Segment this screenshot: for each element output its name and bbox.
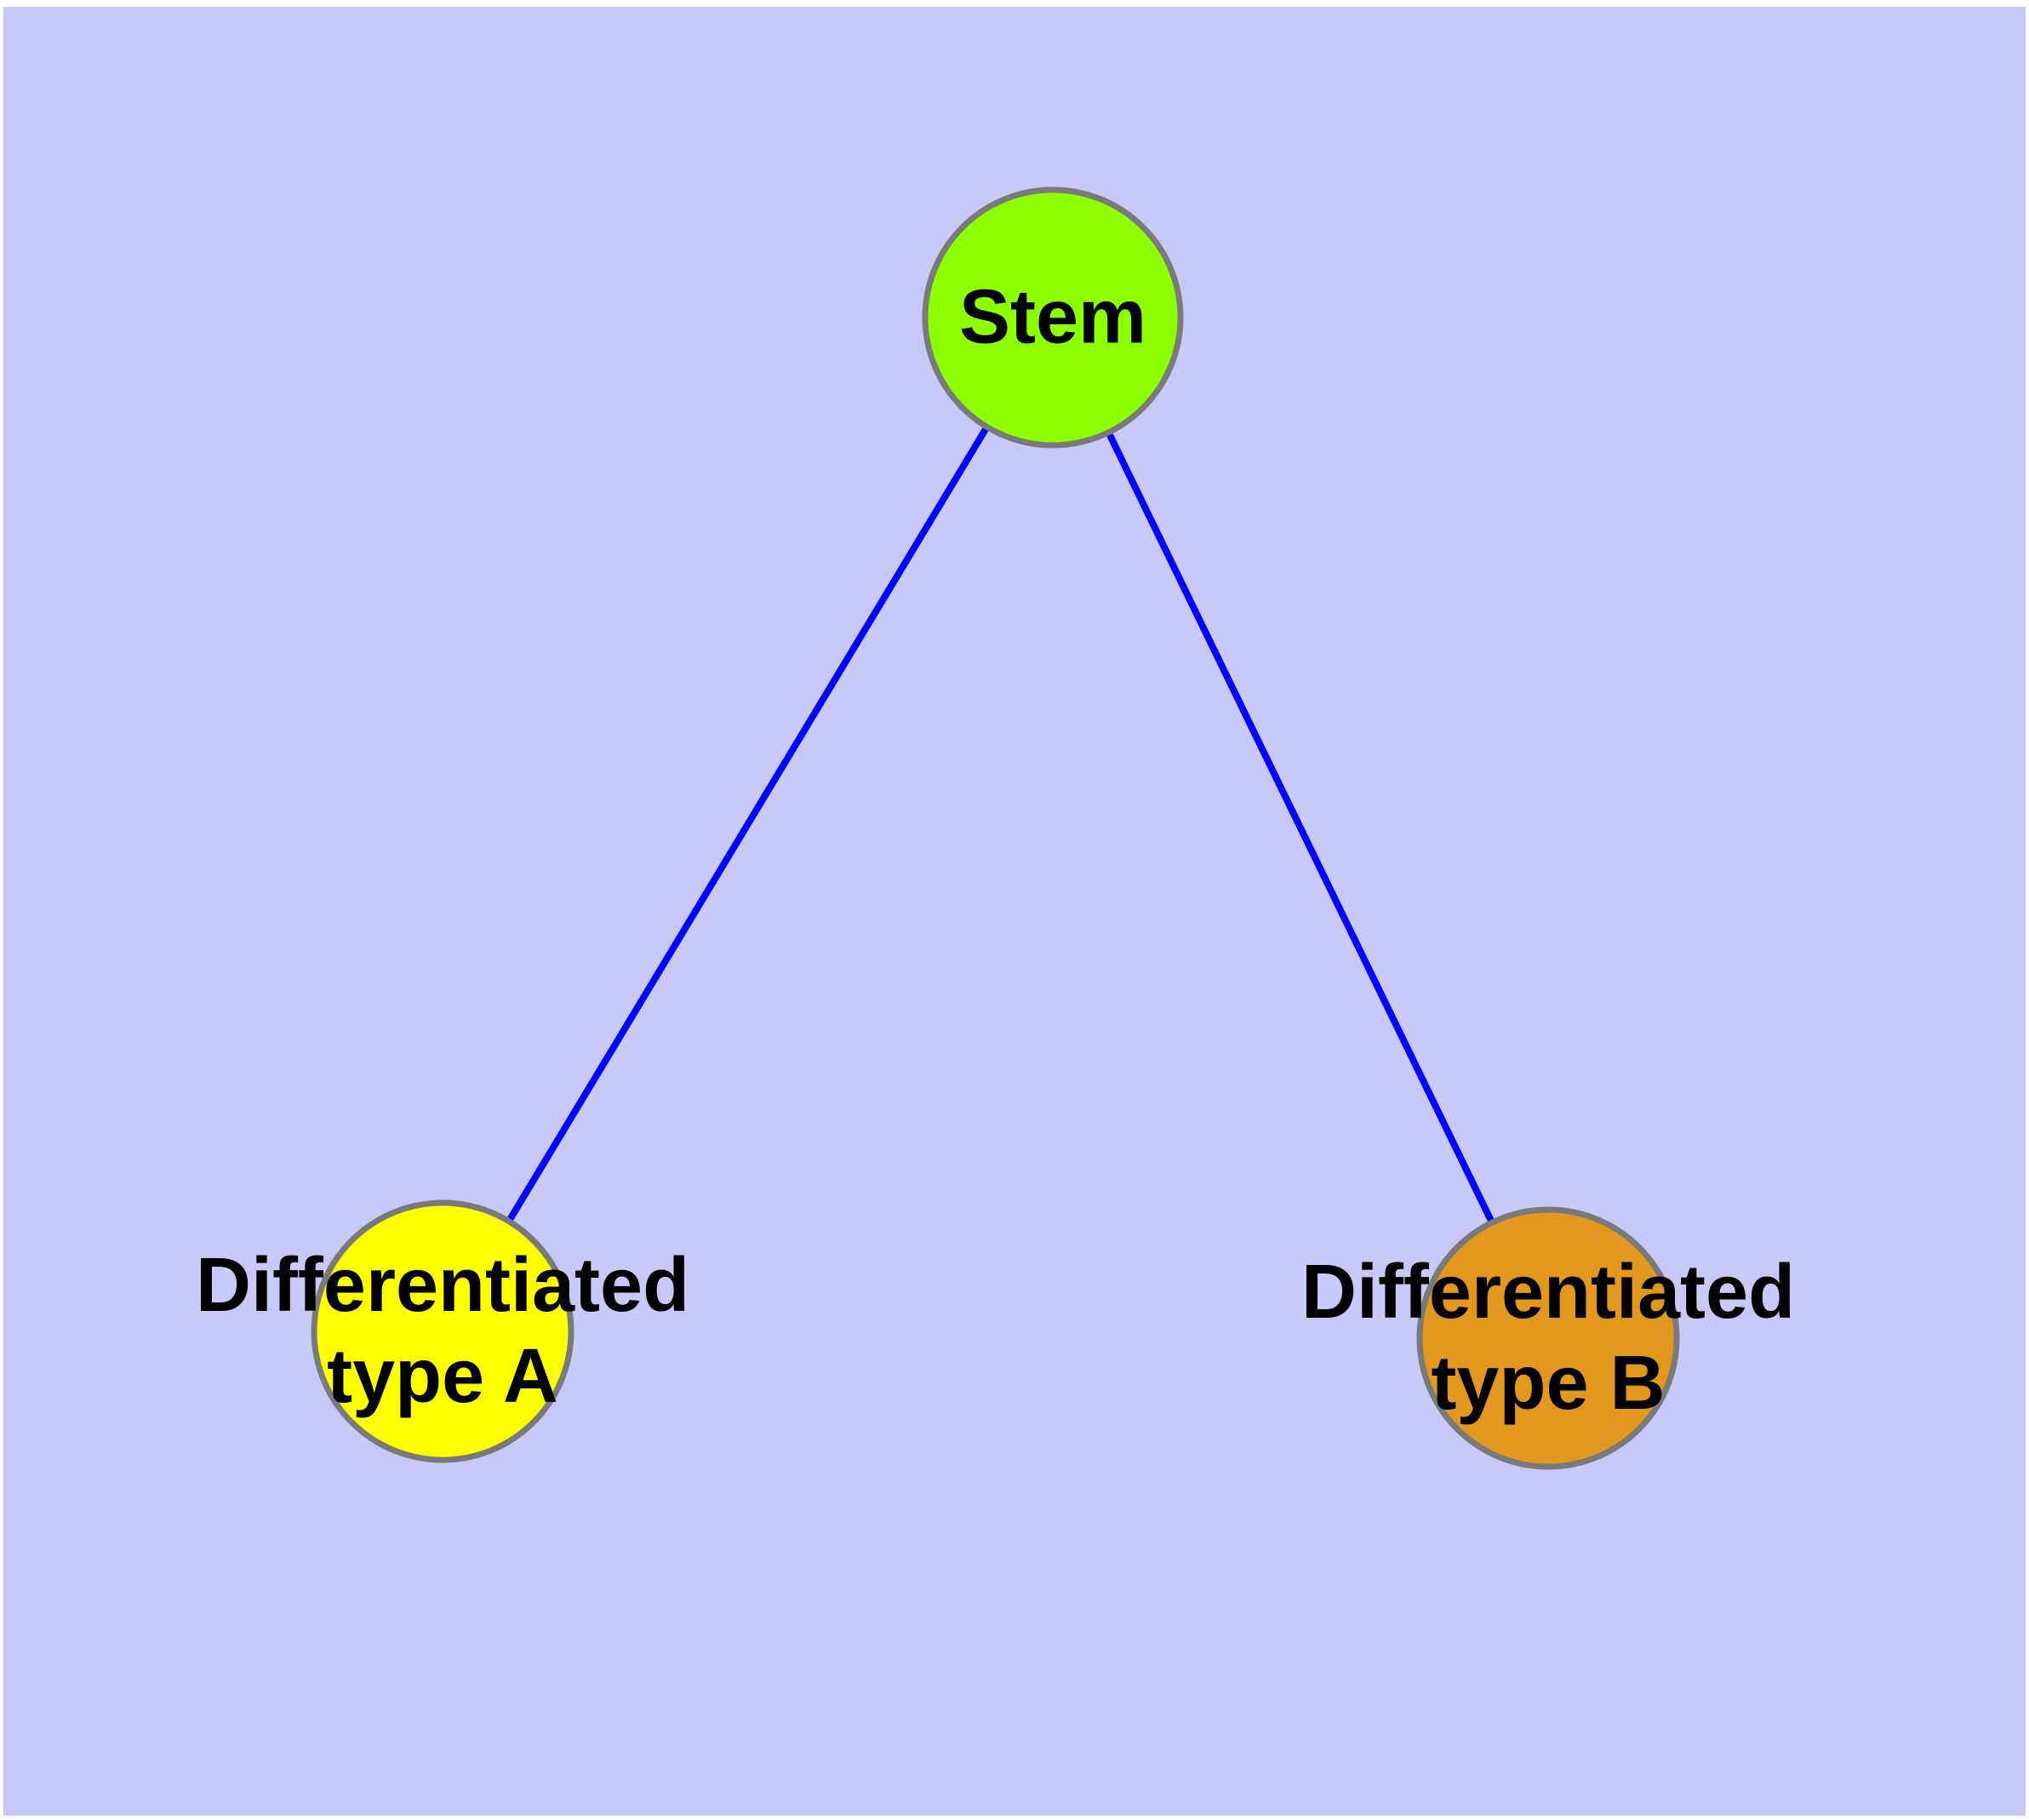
node-label-type-a-line1: Differentiated bbox=[195, 1243, 690, 1328]
node-circle-differentiated-type-a bbox=[311, 1199, 574, 1463]
edge-stem-to-type-b bbox=[1049, 316, 1552, 1340]
edge-stem-to-type-a bbox=[439, 315, 1056, 1334]
node-label-differentiated-type-b: Differentiated type B bbox=[1301, 1247, 1795, 1429]
node-label-type-b-line2: type B bbox=[1431, 1341, 1666, 1426]
node-label-type-a-line2: type A bbox=[327, 1334, 558, 1419]
node-circle-differentiated-type-b bbox=[1416, 1206, 1680, 1470]
node-label-stem-text: Stem bbox=[958, 274, 1147, 360]
node-circle-stem bbox=[922, 186, 1184, 449]
node-label-stem: Stem bbox=[959, 272, 1146, 363]
node-label-differentiated-type-a: Differentiated type A bbox=[196, 1240, 689, 1422]
node-label-type-b-line1: Differentiated bbox=[1300, 1250, 1796, 1335]
